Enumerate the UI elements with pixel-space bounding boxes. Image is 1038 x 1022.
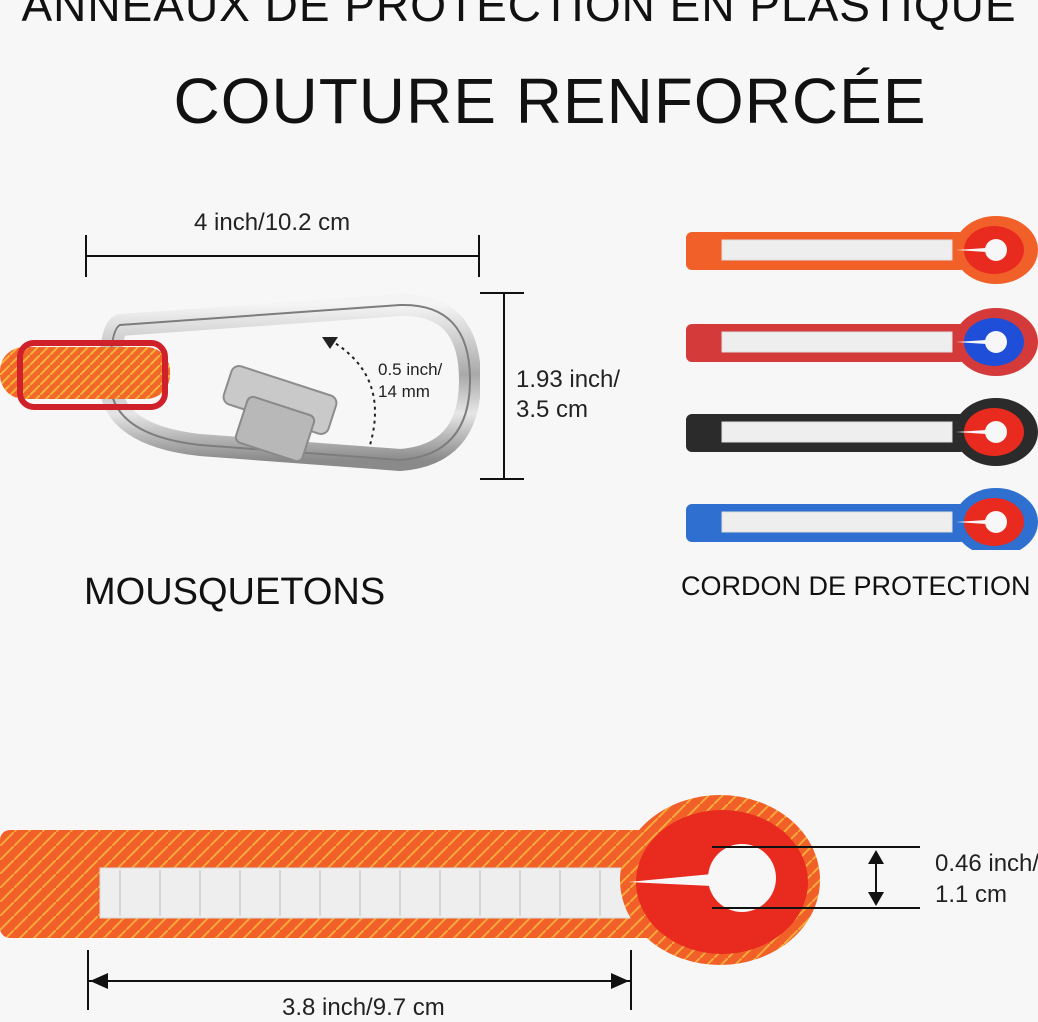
cords-caption: CORDON DE PROTECTION	[681, 571, 1031, 601]
eye-arrow-up	[868, 850, 884, 864]
loop-length-arrow-right	[611, 973, 629, 989]
eye-label-1: 0.46 inch/	[935, 850, 1038, 877]
carabiner-caption: MOUSQUETONS	[84, 571, 386, 613]
eye-tick-bottom	[712, 907, 920, 909]
carabiner-width-tick-left	[85, 235, 87, 277]
carabiner-height-label-2: 3.5 cm	[516, 396, 589, 423]
header-line-2: COUTURE RENFORCÉE	[173, 65, 927, 137]
eye-arrow-down	[868, 892, 884, 906]
eye-label-2: 1.1 cm	[935, 881, 1008, 908]
carabiner-width-label: 4 inch/10.2 cm	[194, 209, 351, 236]
carabiner-height-label-1: 1.93 inch/	[516, 366, 621, 393]
carabiner-width-tick-right	[478, 235, 480, 277]
cord-orange	[686, 216, 1038, 284]
eye-tick-top	[712, 846, 920, 848]
cord-samples	[686, 216, 1038, 550]
cord-black	[686, 398, 1038, 466]
loop-length-line	[88, 980, 632, 982]
carabiner-height-line	[503, 292, 505, 480]
cord-red	[686, 308, 1038, 376]
carabiner-image	[0, 293, 480, 471]
loop-length-arrow-left	[90, 973, 108, 989]
loop-length-label: 3.8 inch/9.7 cm	[282, 994, 445, 1021]
carabiner-gate-label-2: 14 mm	[378, 382, 430, 401]
header-line-1: ANNEAUX DE PROTECTION EN PLASTIQUE	[21, 0, 1017, 31]
loop-length-tick-left	[87, 950, 89, 1010]
carabiner-gate-label-1: 0.5 inch/	[378, 360, 443, 379]
carabiner-height-tick-top	[480, 292, 524, 294]
eye-dimension-line	[875, 852, 877, 902]
cord-blue	[686, 488, 1038, 550]
loop-length-tick-right	[630, 950, 632, 1010]
loop-image	[0, 795, 820, 965]
carabiner-height-tick-bottom	[480, 478, 524, 480]
carabiner-width-line	[86, 255, 480, 257]
